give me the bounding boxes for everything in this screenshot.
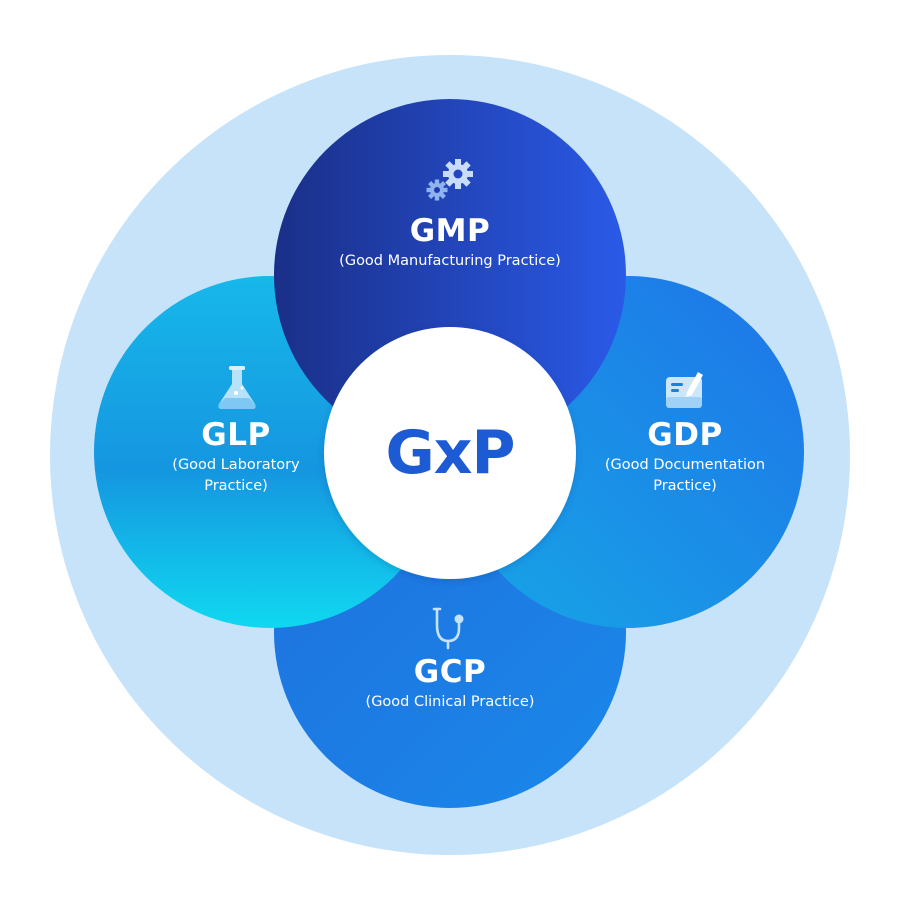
center-circle [324, 327, 576, 579]
document-edit-icon [666, 372, 703, 408]
gmp-title: GMP [409, 213, 491, 249]
gmp-subtitle: (Good Manufacturing Practice) [339, 253, 561, 269]
glp-label: GLP (Good Laboratory Practice) [136, 417, 336, 497]
gdp-subtitle-line2: Practice) [653, 478, 717, 494]
gmp-label: GMP (Good Manufacturing Practice) [300, 213, 600, 272]
gcp-title: GCP [413, 654, 487, 690]
gcp-label: GCP (Good Clinical Practice) [300, 654, 600, 713]
center-label: GxP [385, 418, 516, 488]
glp-subtitle-line2: Practice) [204, 478, 268, 494]
gdp-subtitle-line1: (Good Documentation [604, 457, 766, 473]
gcp-subtitle: (Good Clinical Practice) [365, 694, 535, 710]
gdp-label: GDP (Good Documentation Practice) [570, 417, 800, 497]
stethoscope-icon [432, 607, 464, 650]
gears-icon [426, 159, 473, 201]
gdp-title: GDP [647, 417, 723, 453]
glp-subtitle-line1: (Good Laboratory [172, 457, 300, 473]
glp-title: GLP [201, 417, 271, 453]
flask-icon [218, 366, 256, 409]
